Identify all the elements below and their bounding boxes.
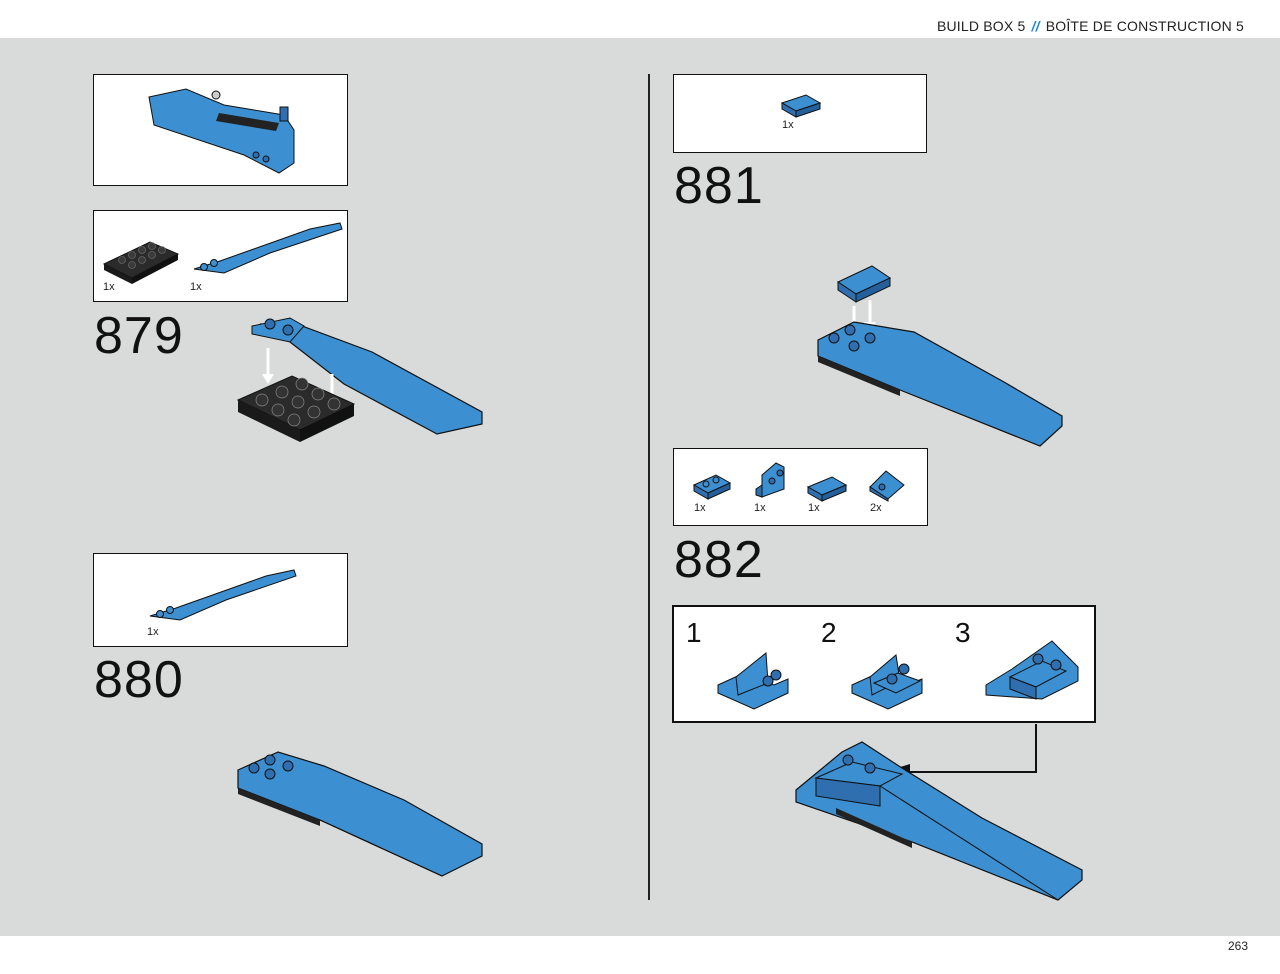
part-qty: 1x <box>754 502 766 514</box>
step-number-882: 882 <box>674 531 764 589</box>
header-separator: // <box>1031 18 1040 34</box>
page-header <box>0 0 1280 38</box>
substep-2-image <box>851 654 923 710</box>
step-number-881: 881 <box>674 157 764 215</box>
step-881-assembly-image <box>817 265 1063 447</box>
step-879-assembly-image <box>236 317 483 442</box>
substep-1-image <box>717 652 789 710</box>
parts-list-881: 1x <box>673 74 927 153</box>
parts-list-880: 1x <box>93 553 348 647</box>
instruction-page <box>0 38 1280 936</box>
curved-slope-blue-icon <box>149 569 297 621</box>
part-qty: 1x <box>190 281 202 293</box>
substep-number: 2 <box>821 617 837 648</box>
substep-callout-882: 1 2 3 <box>672 605 1096 723</box>
part-qty: 1x <box>694 502 706 514</box>
substep-number: 1 <box>686 617 702 648</box>
plate-1x2-blue-icon <box>692 474 732 500</box>
page-number: 263 <box>1227 939 1248 953</box>
page-footer <box>0 936 1280 974</box>
step-882-assembly-image <box>795 741 1083 901</box>
step-880-assembly-image <box>237 751 483 877</box>
header-title: BUILD BOX 5 // BOÎTE DE CONSTRUCTION 5 <box>937 18 1244 34</box>
tile-1x2-blue-icon <box>780 94 822 118</box>
parts-list-882: 1x 1x 1x 2x <box>673 448 928 526</box>
substep-3-image <box>985 640 1079 700</box>
curved-slope-blue-icon <box>193 222 343 274</box>
header-title-fr: BOÎTE DE CONSTRUCTION 5 <box>1045 18 1244 34</box>
part-qty: 1x <box>103 281 115 293</box>
subassembly-preview <box>93 74 348 186</box>
step-number-879: 879 <box>94 307 184 365</box>
part-qty: 1x <box>808 502 820 514</box>
part-qty: 1x <box>147 626 159 638</box>
column-divider <box>648 74 650 900</box>
parts-list-879: 1x 1x <box>93 210 348 302</box>
step-number-880: 880 <box>94 651 184 709</box>
subassembly-model-image <box>148 88 295 174</box>
part-qty: 2x <box>870 502 882 514</box>
substep-number: 3 <box>955 617 971 648</box>
part-qty: 1x <box>782 119 794 131</box>
plate-2x4-dark-icon <box>102 241 180 284</box>
wedge-blue-icon <box>869 470 905 502</box>
header-title-en: BUILD BOX 5 <box>936 18 1026 34</box>
bracket-blue-icon <box>755 462 785 498</box>
tile-1x2-blue-icon <box>806 476 848 502</box>
